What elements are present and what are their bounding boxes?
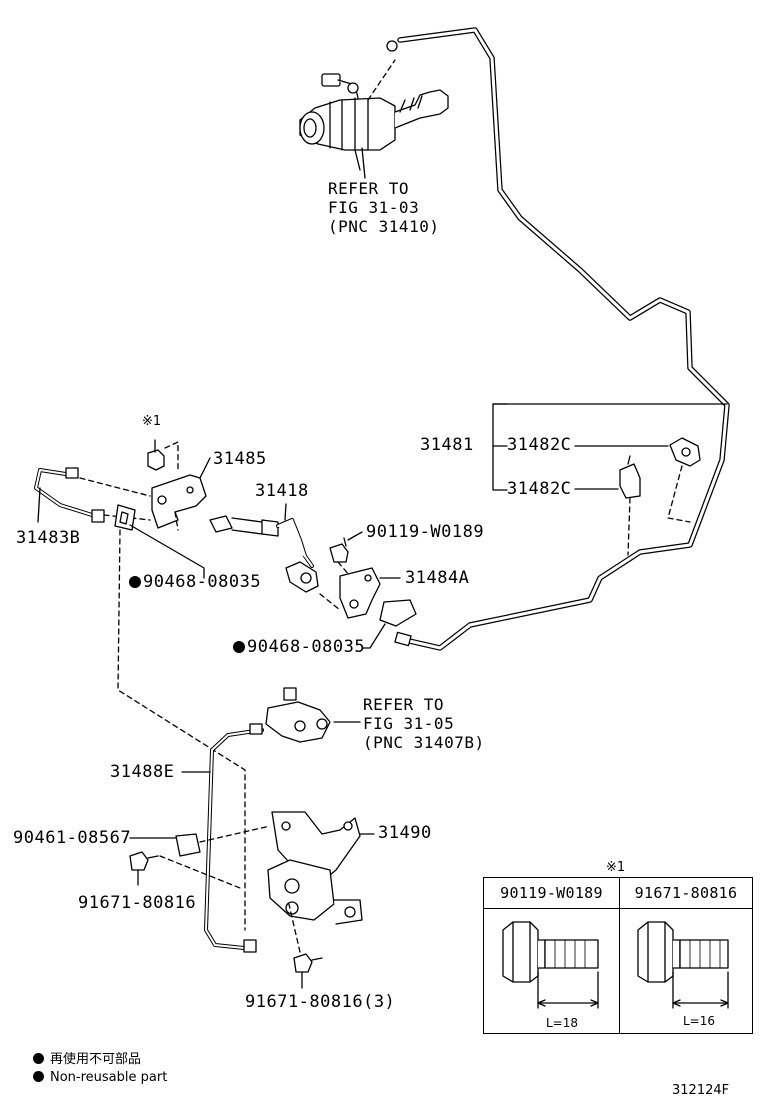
non-reusable-dot (233, 641, 245, 653)
clip-90468-right (379, 599, 417, 627)
callout-bracket-31481 (492, 403, 728, 491)
clutch-master-cylinder (299, 73, 449, 171)
figure-code: 312124F (672, 1083, 730, 1098)
label-31481: 31481 (420, 435, 474, 455)
non-reusable-dot (129, 576, 141, 588)
table-dim-l18 (537, 971, 599, 1009)
table-mark: ※1 (606, 860, 626, 875)
bolt-mark1 (147, 439, 165, 471)
part-number-text: 90468-08035 (247, 637, 366, 657)
label-90119-w0189: 90119-W0189 (366, 522, 485, 542)
legend-line-en: Non-reusable part (33, 1070, 167, 1085)
table-header-91671: 91671-80816 (620, 878, 752, 909)
clip-31482c-upper (669, 437, 701, 467)
refer-note-fig-31-05: REFER TO FIG 31-05 (PNC 31407B) (363, 695, 485, 752)
leader-master-to-tube (367, 59, 396, 101)
label-90468-08035-right: 90468-08035 (233, 639, 365, 656)
bolt-91671-a (129, 851, 159, 871)
label-31482c-upper: 31482C (507, 435, 572, 455)
hose-31418 (209, 515, 319, 593)
label-31488e: 31488E (110, 762, 175, 782)
legend-dot (33, 1053, 44, 1064)
label-31490: 31490 (378, 823, 432, 843)
part-number-text: 90468-08035 (143, 572, 262, 592)
label-90468-08035-left: 90468-08035 (129, 574, 261, 591)
clip-90461 (175, 833, 201, 857)
release-valve-body (267, 859, 363, 925)
bracket-31485 (151, 474, 207, 529)
legend-text-en: Non-reusable part (50, 1070, 168, 1085)
table-bolt-90119-drawing (502, 921, 599, 983)
leader-ref1 (361, 147, 366, 179)
label-31483b: 31483B (16, 528, 81, 548)
table-header-90119: 90119-W0189 (484, 878, 619, 909)
bolt-90119 (329, 537, 349, 563)
clip-90468-left (114, 504, 136, 531)
clutch-tube-31481 (386, 27, 730, 651)
refer-note-fig-31-03: REFER TO FIG 31-03 (PNC 31410) (328, 179, 440, 236)
label-31418: 31418 (255, 481, 309, 501)
legend-text-jp: 再使用不可部品 (50, 1052, 142, 1067)
label-31484a: 31484A (405, 568, 470, 588)
tube-31488e (204, 723, 264, 953)
tube-31483b (34, 467, 105, 523)
legend-dot (33, 1071, 44, 1082)
junction-block-31407b (265, 687, 331, 743)
table-length-l18: L=18 (546, 1016, 579, 1030)
clip-31482c-lower (619, 455, 641, 499)
label-91671-80816: 91671-80816 (78, 893, 197, 913)
label-31485: 31485 (213, 449, 267, 469)
label-90461-08567: 90461-08567 (13, 828, 132, 848)
bolt-91671-b (293, 953, 323, 973)
table-length-l16: L=16 (683, 1014, 716, 1028)
bolt-spec-table: 90119-W0189 91671-80816 L=18 L=16 (483, 877, 753, 1034)
table-bolt-91671-drawing (637, 921, 729, 983)
bracket-31484a (339, 567, 381, 619)
table-dim-l16 (672, 971, 729, 1009)
mark-1-bolt: ※1 (142, 414, 162, 429)
label-91671-80816-qty3: 91671-80816(3) (245, 992, 396, 1012)
label-31482c-lower: 31482C (507, 479, 572, 499)
legend-line-jp: 再使用不可部品 (33, 1048, 141, 1067)
table-divider (619, 878, 620, 1033)
